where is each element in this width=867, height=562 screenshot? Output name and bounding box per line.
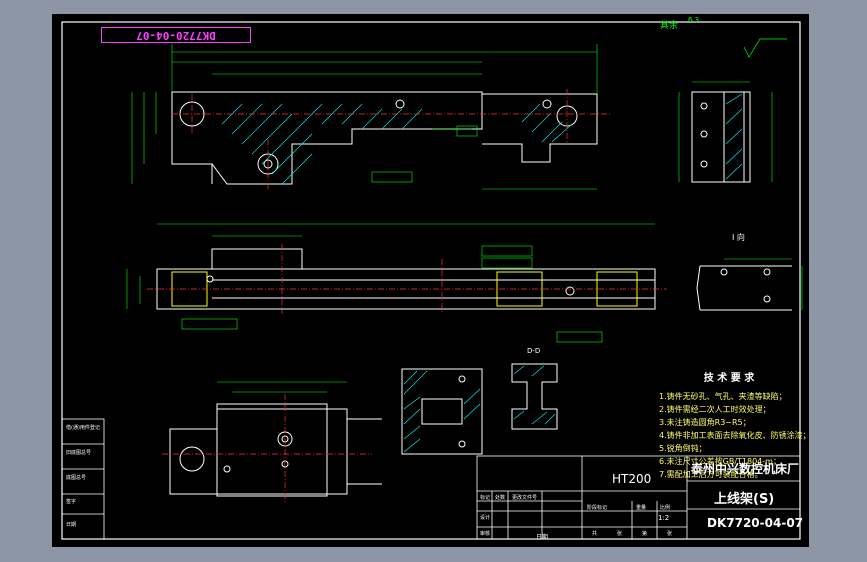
tech-requirements: 技 术 要 求 1.铸件无砂孔、气孔、夹渣等缺陷； 2.铸件需经二次人工时效处理… xyxy=(659,369,811,481)
strip-item: 借(通)用件登记 xyxy=(66,425,100,431)
surface-note: 其余 xyxy=(660,21,679,31)
company-name: 泰州中兴数控机床厂 xyxy=(691,462,800,476)
approval-label: 设计 xyxy=(480,515,491,521)
section-view-dimensions xyxy=(126,223,655,343)
left-strip xyxy=(61,418,105,540)
date-label: 日期 xyxy=(536,534,549,541)
sheet-label: 张 xyxy=(667,531,673,537)
section-view xyxy=(156,248,656,310)
tech-item: 6.未注尺寸公差按GB/T1804-m； xyxy=(659,457,781,466)
d-d-section xyxy=(511,363,558,430)
strip-item: 日期 xyxy=(66,522,77,528)
section-view-centerline xyxy=(147,244,667,314)
inner-border xyxy=(61,21,801,540)
sheet-label: 共 xyxy=(592,531,598,537)
title-row-label: 处数 xyxy=(495,495,506,501)
sheet-label: 张 xyxy=(617,531,623,537)
strip-item: 签字 xyxy=(66,499,77,505)
view-label-dd: D-D xyxy=(527,347,541,355)
drawing-number: DK7720-04-07 xyxy=(707,516,804,530)
stage-label: 阶段标记 xyxy=(587,505,608,511)
side-view-dimensions xyxy=(678,81,773,182)
surface-roughness-symbol xyxy=(743,38,787,58)
stage-label: 比例 xyxy=(660,505,671,511)
approval-label: 审核 xyxy=(480,531,491,537)
material-label: HT200 xyxy=(612,472,652,486)
front-view xyxy=(171,91,598,185)
cad-drawing xyxy=(61,21,803,540)
tech-item: 2.铸件需经二次人工时效处理； xyxy=(659,405,771,414)
tech-item: 5.锐角倒钝； xyxy=(659,444,707,453)
title-row-label: 标记 xyxy=(480,495,491,501)
front-view-dimensions xyxy=(131,44,598,190)
tech-requirements-heading: 技 术 要 求 xyxy=(703,373,755,384)
part-name: 上线架(S) xyxy=(714,492,775,507)
stage-label: 重量 xyxy=(636,505,647,511)
drawing-number-stamp: DK7720-04-07 xyxy=(101,27,251,43)
strip-item: 底图总号 xyxy=(66,475,87,481)
title-row-label: 更改文件号 xyxy=(512,495,538,501)
scale-value: 1:2 xyxy=(658,514,670,522)
strip-item: 旧底图总号 xyxy=(66,450,92,456)
plan-view xyxy=(169,403,382,497)
surface-roughness: 6.3 xyxy=(688,16,700,24)
title-block xyxy=(476,455,801,540)
tech-item: 7.需配加工后方可装配合格。 xyxy=(659,470,763,479)
front-view-centerlines xyxy=(172,89,612,189)
view-label-i: I 向 xyxy=(732,233,745,242)
tech-item: 1.铸件无砂孔、气孔、夹渣等缺陷； xyxy=(659,392,787,401)
tech-item: 4.铸件非加工表面去除氧化皮、防锈涂漆； xyxy=(659,431,811,440)
side-view xyxy=(691,91,751,183)
c-c-section xyxy=(401,368,483,455)
i-view-detail xyxy=(696,265,792,311)
tech-item: 3.未注铸造圆角R3~R5； xyxy=(659,418,751,427)
drawing-sheet: DK7720-04-07 xyxy=(52,14,811,547)
sheet-label: 第 xyxy=(642,531,648,537)
